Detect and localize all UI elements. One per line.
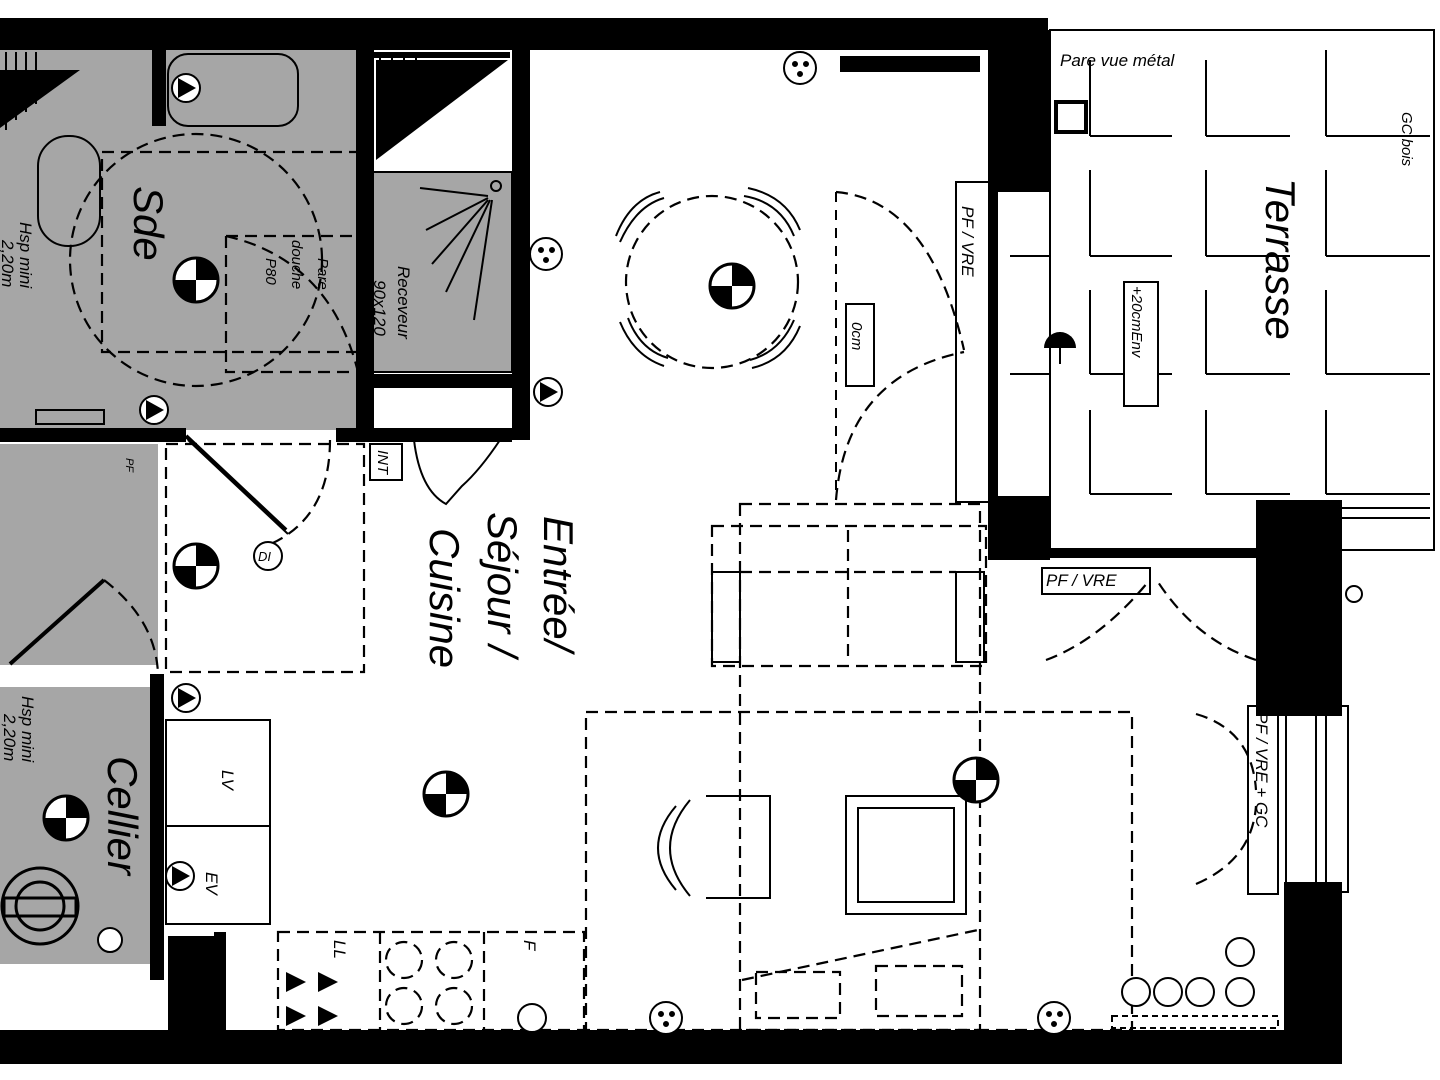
main-room-line2: Séjour / bbox=[479, 512, 526, 661]
sofa bbox=[710, 524, 988, 668]
f-label: F bbox=[520, 940, 539, 952]
switch-icon bbox=[139, 395, 169, 425]
pf-vre-gc-label: PF / VRE + GC bbox=[1252, 712, 1271, 828]
kitchen-counter bbox=[276, 930, 586, 1032]
room-zone bbox=[738, 502, 982, 1032]
sde-label: Sde bbox=[125, 186, 172, 261]
main-room-line3: Cuisine bbox=[421, 528, 468, 668]
step-box bbox=[845, 303, 875, 387]
hatched-wall-sections bbox=[5, 52, 417, 1028]
di-detector: DI bbox=[253, 541, 283, 571]
doors bbox=[8, 190, 1258, 886]
int-label: INT bbox=[374, 450, 391, 476]
ceiling-lights bbox=[42, 256, 1076, 842]
light-icon bbox=[172, 256, 220, 304]
outlet-icon bbox=[1121, 977, 1215, 1007]
pf-vre-mid-label: PF / VRE bbox=[1046, 571, 1117, 590]
entry-closet bbox=[164, 442, 366, 674]
coffee-table bbox=[845, 795, 967, 915]
sde-turning-circle bbox=[68, 132, 324, 388]
switch-icon bbox=[533, 377, 563, 407]
shower-floor bbox=[362, 172, 514, 372]
terrace-level-label: +20cmEnv bbox=[1128, 286, 1145, 359]
sde-sink bbox=[167, 53, 299, 127]
pare-douche-line3: P80 bbox=[262, 258, 279, 285]
pf-vre-top-label: PF / VRE bbox=[958, 206, 977, 277]
light-icon bbox=[172, 542, 220, 590]
cellier-height-value: 2,20m bbox=[0, 713, 19, 761]
sde-height-label: Hsp mini bbox=[16, 222, 35, 289]
light-icon bbox=[708, 262, 756, 310]
switch-triangles bbox=[139, 73, 563, 1026]
receveur-line1: Receveur bbox=[394, 266, 413, 340]
pare-vue-panel bbox=[840, 56, 980, 72]
sde-floor bbox=[0, 50, 360, 430]
radiator bbox=[35, 409, 105, 425]
level-box bbox=[1123, 281, 1159, 407]
outlet-icon bbox=[783, 51, 817, 85]
pare-douche-line2: douche bbox=[288, 240, 305, 289]
rug bbox=[584, 710, 1134, 1032]
pare-douche-line1: Pare bbox=[314, 258, 331, 290]
bed-outline bbox=[741, 928, 979, 1020]
lv-label: LV bbox=[218, 770, 237, 792]
ev-label: EV bbox=[202, 872, 221, 896]
light-icon bbox=[42, 794, 90, 842]
switch-icon bbox=[171, 73, 201, 103]
dining-table bbox=[615, 187, 801, 370]
light-icon bbox=[1044, 332, 1076, 364]
gc-bois-label: GC bois bbox=[1398, 112, 1415, 167]
step-label: 0cm bbox=[848, 322, 865, 350]
outlet-icon bbox=[649, 1001, 683, 1035]
light-icon bbox=[952, 756, 1000, 804]
radiator-dashed bbox=[1111, 1015, 1279, 1029]
switch-icon bbox=[171, 683, 201, 713]
cellier-label: Cellier bbox=[99, 756, 146, 877]
pare-vue-label: Pare vue métal bbox=[1060, 51, 1176, 70]
cellier-height-label: Hsp mini bbox=[18, 696, 37, 763]
armchair bbox=[657, 795, 771, 899]
switch-icon bbox=[165, 861, 195, 891]
outlet-icon bbox=[1037, 1001, 1071, 1035]
outlets bbox=[97, 51, 1363, 1035]
shower-tray bbox=[224, 171, 513, 374]
cellier-floor bbox=[0, 444, 158, 964]
wc-bowl bbox=[37, 135, 101, 247]
pf-small-label: PF bbox=[123, 458, 135, 473]
outlet-icon bbox=[529, 237, 563, 271]
terrasse-label: Terrasse bbox=[1257, 178, 1304, 340]
di-label: DI bbox=[258, 549, 271, 564]
ll-label: LL bbox=[330, 940, 349, 959]
pare-vue-post bbox=[1054, 100, 1088, 134]
sde-height-value: 2,20m bbox=[0, 239, 17, 287]
receveur-line2: 90x120 bbox=[370, 280, 389, 336]
walls bbox=[0, 18, 1342, 1064]
boiler bbox=[0, 866, 80, 946]
int-box bbox=[369, 443, 403, 481]
main-room-line1: Entrée/ bbox=[535, 516, 582, 656]
cellier-gap bbox=[0, 665, 160, 687]
light-icon bbox=[422, 770, 470, 818]
windows bbox=[955, 181, 1349, 895]
